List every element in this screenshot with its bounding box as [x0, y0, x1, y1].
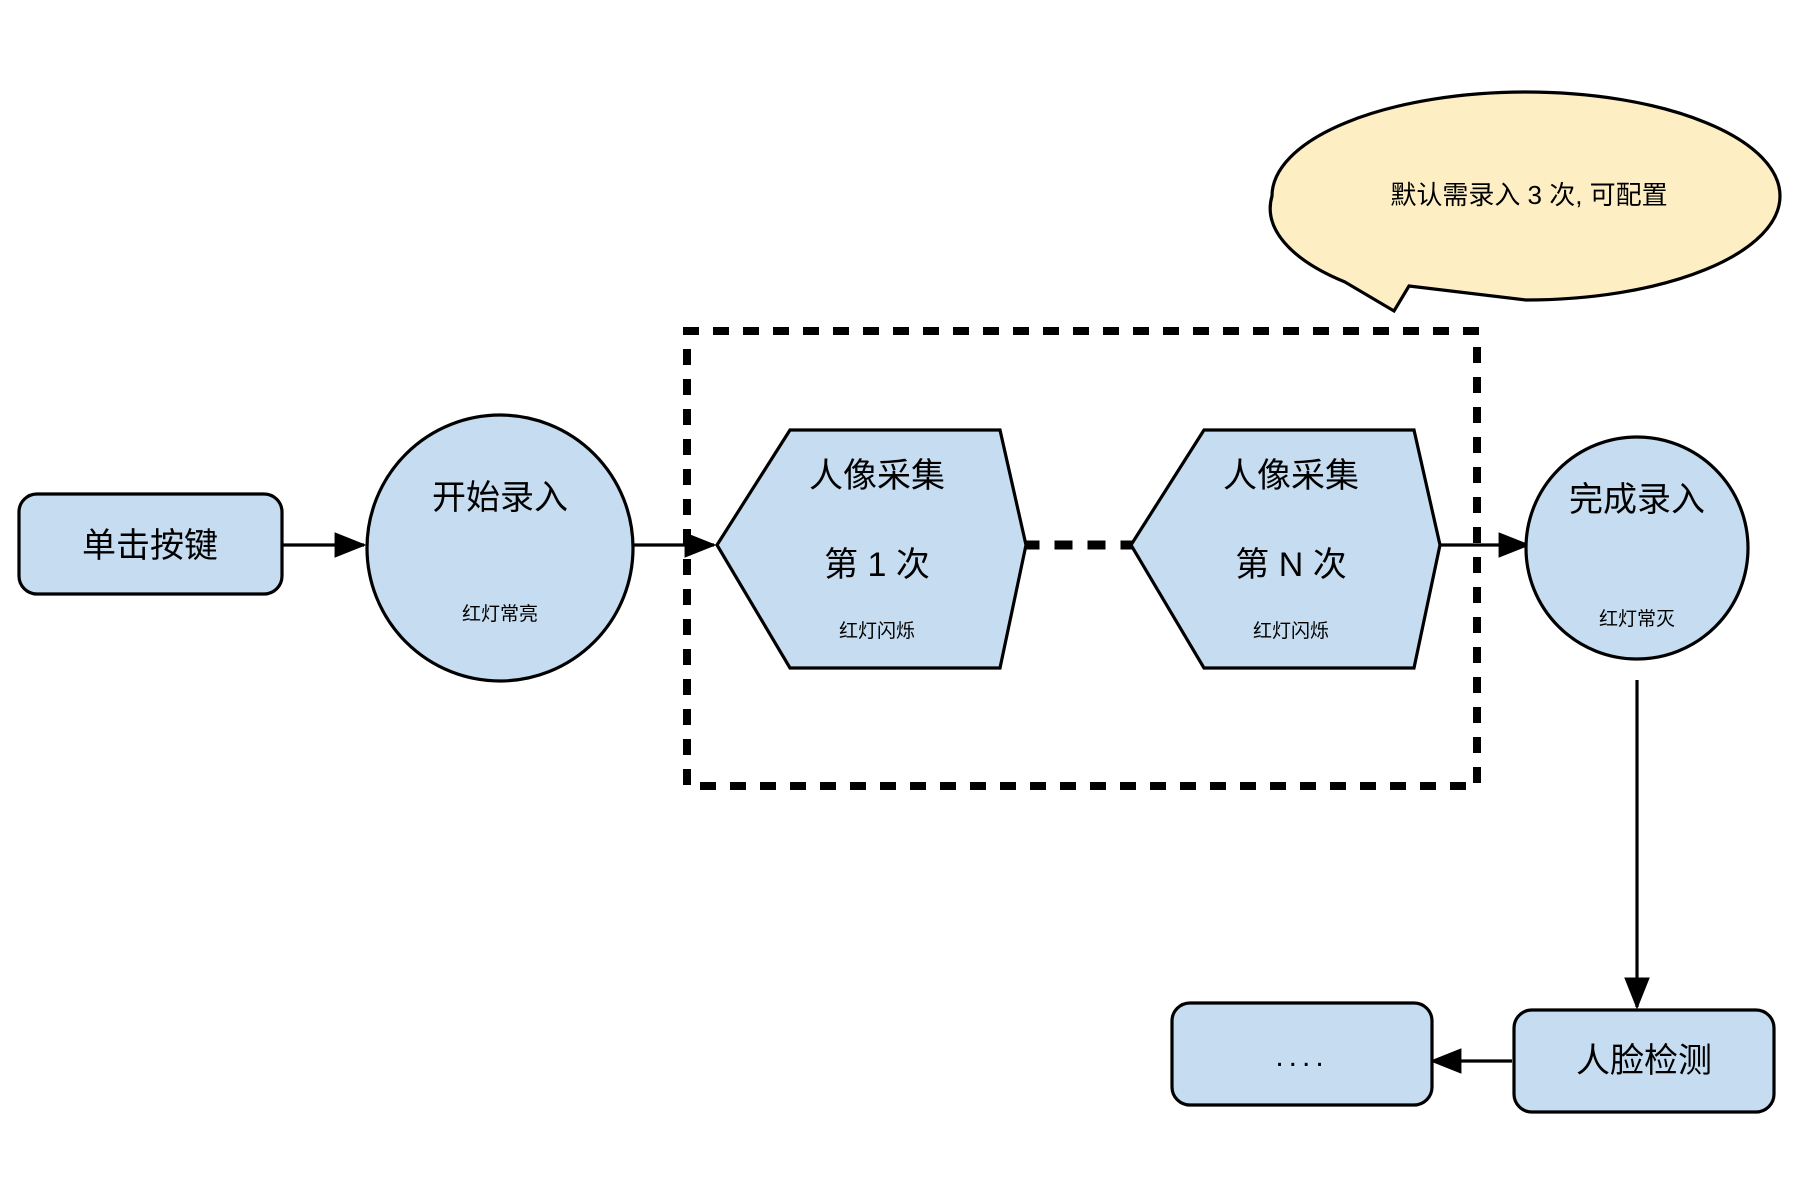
node-face-detect[interactable]: 人脸检测 — [1512, 1008, 1776, 1114]
click-button-label: 单击按键 — [82, 527, 218, 565]
node-click-button[interactable]: 单击按键 — [17, 492, 284, 596]
start-enroll-sublabel: 红灯常亮 — [462, 603, 538, 625]
face-detect-label: 人脸检测 — [1576, 1042, 1712, 1080]
node-start-enroll[interactable]: 开始录入 红灯常亮 — [365, 413, 635, 683]
more-steps-label: .... — [1275, 1040, 1328, 1073]
finish-enroll-sublabel: 红灯常灭 — [1599, 608, 1675, 630]
more-steps-shape[interactable] — [1170, 1001, 1434, 1107]
capture-nth-label-line1: 人像采集 — [1223, 457, 1359, 495]
finish-enroll-shape[interactable] — [1524, 435, 1750, 661]
capture-first-sublabel: 红灯闪烁 — [839, 620, 915, 642]
callout-repeat-count[interactable]: 默认需录入 3 次, 可配置 — [1268, 90, 1782, 314]
face-detect-shape[interactable] — [1512, 1008, 1776, 1114]
callout-text: 默认需录入 3 次, 可配置 — [1390, 180, 1667, 210]
node-more-steps[interactable]: .... — [1170, 1001, 1434, 1107]
capture-first-label-line2: 第 1 次 — [824, 546, 930, 584]
finish-enroll-label: 完成录入 — [1569, 481, 1705, 519]
node-capture-first[interactable]: 人像采集 第 1 次 红灯闪烁 — [715, 428, 1028, 670]
callout-bubble-shape[interactable] — [1268, 90, 1782, 314]
click-button-shape[interactable] — [17, 492, 284, 596]
start-enroll-label: 开始录入 — [432, 479, 568, 517]
capture-first-label-line1: 人像采集 — [809, 457, 945, 495]
start-enroll-shape[interactable] — [365, 413, 635, 683]
capture-nth-shape[interactable] — [1129, 428, 1442, 670]
repeat-region-boundary — [683, 327, 1481, 790]
capture-first-shape[interactable] — [715, 428, 1028, 670]
capture-nth-sublabel: 红灯闪烁 — [1253, 620, 1329, 642]
node-finish-enroll[interactable]: 完成录入 红灯常灭 — [1524, 435, 1750, 661]
capture-nth-label-line2: 第 N 次 — [1235, 546, 1346, 584]
node-capture-nth[interactable]: 人像采集 第 N 次 红灯闪烁 — [1129, 428, 1442, 670]
